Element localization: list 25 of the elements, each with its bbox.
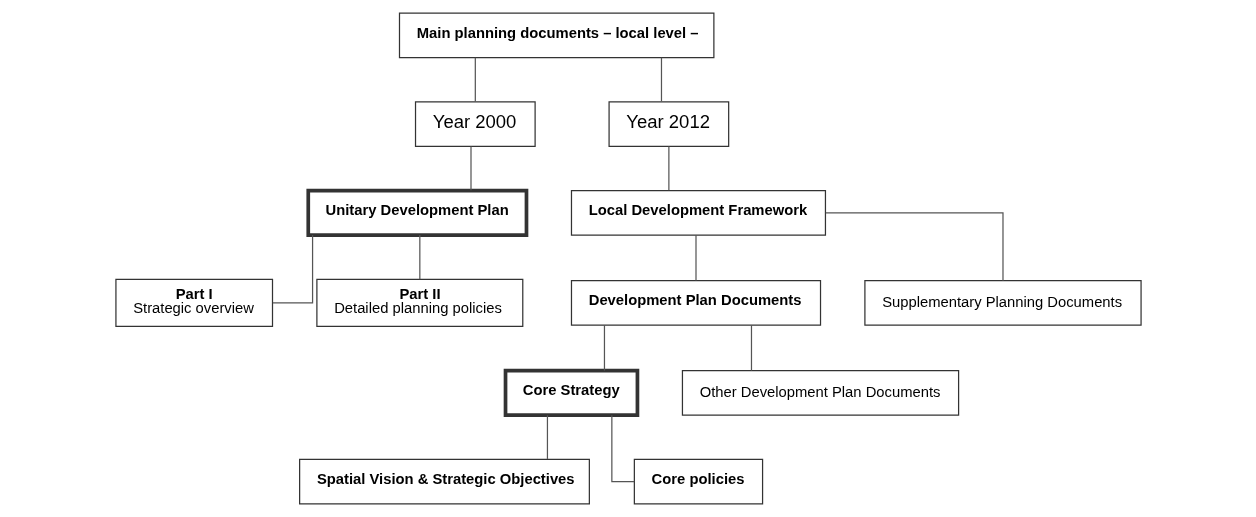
node-box: Part I Strategic overview xyxy=(114,278,273,327)
connector xyxy=(750,324,752,372)
node-box: Part II Detailed planning policies xyxy=(315,278,523,327)
connector xyxy=(546,414,548,460)
node-box: Development Plan Documents xyxy=(570,280,821,326)
connector xyxy=(694,234,697,282)
connector xyxy=(271,234,313,304)
connector xyxy=(474,57,476,103)
connector xyxy=(660,57,662,103)
node-box: Main planning documents – local level – xyxy=(398,12,714,59)
node-box: Spatial Vision & Strategic Objectives xyxy=(298,458,590,505)
node-box: Year 2000 xyxy=(414,101,536,147)
connector xyxy=(824,212,1004,282)
node-box: Core Strategy xyxy=(503,368,639,417)
connector xyxy=(667,145,669,191)
node-box: Unitary Development Plan xyxy=(305,188,528,237)
node-box: Local Development Framework xyxy=(570,190,826,236)
node-box: Supplementary Planning Documents xyxy=(863,280,1142,326)
connector xyxy=(610,414,635,483)
connector xyxy=(418,234,420,280)
connector xyxy=(469,145,472,191)
connector xyxy=(603,324,605,372)
node-box: Other Development Plan Documents xyxy=(681,370,959,416)
node-box: Year 2012 xyxy=(607,101,729,147)
node-box: Core policies xyxy=(633,458,763,505)
